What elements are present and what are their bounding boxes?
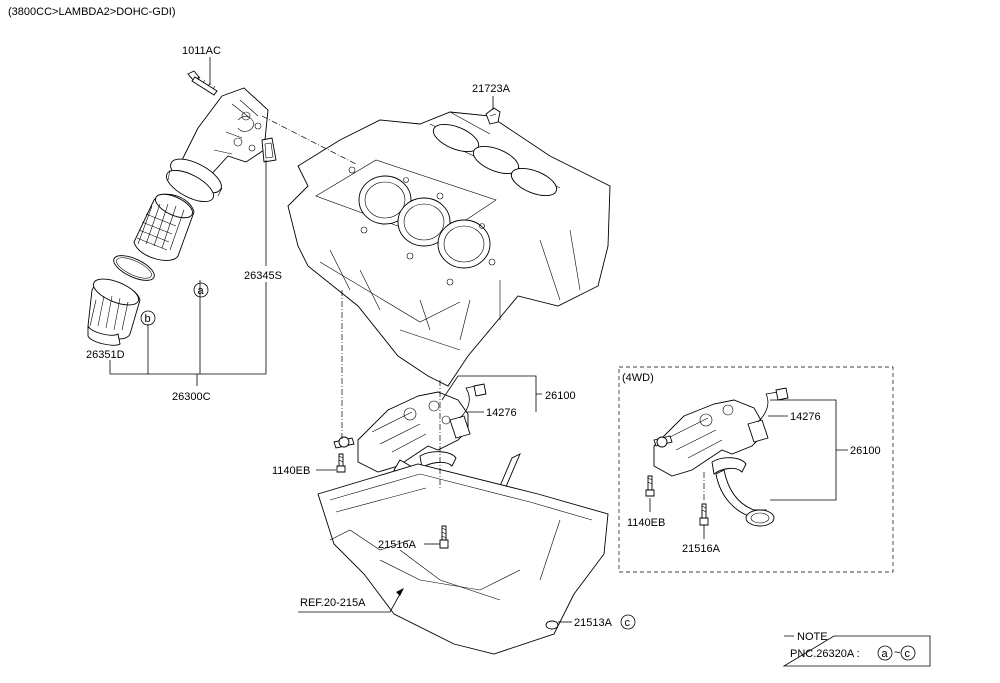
inset-label-21516a: 21516A — [682, 543, 721, 555]
o-ring-shape — [113, 255, 155, 281]
label-21513a: 21513A — [574, 617, 613, 629]
inset-title: (4WD) — [622, 372, 654, 384]
oil-pump-4wd — [653, 387, 789, 527]
label-21516a: 21516A — [378, 539, 417, 551]
label-26300c: 26300C — [172, 391, 211, 403]
label-26351d: 26351D — [86, 349, 125, 361]
gasket-26345s-shape — [261, 137, 277, 163]
label-ref-20-215a: REF.20-215A — [300, 597, 366, 609]
inset-bolt-21516a-shape — [699, 503, 709, 526]
callout-b-text: b — [145, 313, 151, 325]
callout-c-text: c — [625, 617, 631, 629]
callout-b: b — [140, 310, 156, 326]
housing-cylinder-shape — [166, 158, 223, 203]
note-to: c — [905, 648, 911, 660]
label-26100: 26100 — [545, 390, 576, 402]
inset-label-1140eb: 1140EB — [627, 517, 665, 529]
oil-pan — [317, 463, 609, 655]
note-box: NOTE PNC.26320A : a ~ c — [782, 631, 931, 667]
oil-filter-assembly — [87, 70, 277, 346]
leader-lines — [109, 57, 572, 623]
inset-bolt-1140eb-shape — [645, 475, 655, 497]
bolt-21516a-shape — [439, 525, 449, 549]
filter-housing-shape — [177, 87, 269, 179]
note-pnc: PNC.26320A : — [790, 648, 860, 660]
label-14276: 14276 — [486, 407, 517, 419]
callout-a: a — [193, 282, 209, 298]
label-1011ac: 1011AC — [182, 45, 221, 57]
engine-block — [287, 107, 611, 387]
callout-a-text: a — [198, 285, 205, 297]
filter-element-shape — [133, 193, 195, 261]
callout-c: c — [620, 614, 636, 630]
note-sep: ~ — [894, 647, 900, 659]
inset-4wd: (4WD) — [618, 366, 894, 573]
bolt-1011ac-shape — [187, 70, 218, 96]
label-21723a: 21723A — [472, 83, 511, 95]
inset-label-14276: 14276 — [790, 411, 821, 423]
inset-frame — [618, 366, 894, 573]
label-26345s: 26345S — [244, 270, 282, 282]
bolt-1140eb-shape — [336, 453, 346, 473]
note-title: NOTE — [797, 631, 828, 643]
filter-cap-26351d-shape — [87, 278, 141, 346]
note-from: a — [882, 648, 889, 660]
inset-label-26100: 26100 — [850, 445, 881, 457]
variant-header: (3800CC>LAMBDA2>DOHC-GDI) — [8, 6, 176, 18]
label-1140eb: 1140EB — [272, 465, 310, 477]
